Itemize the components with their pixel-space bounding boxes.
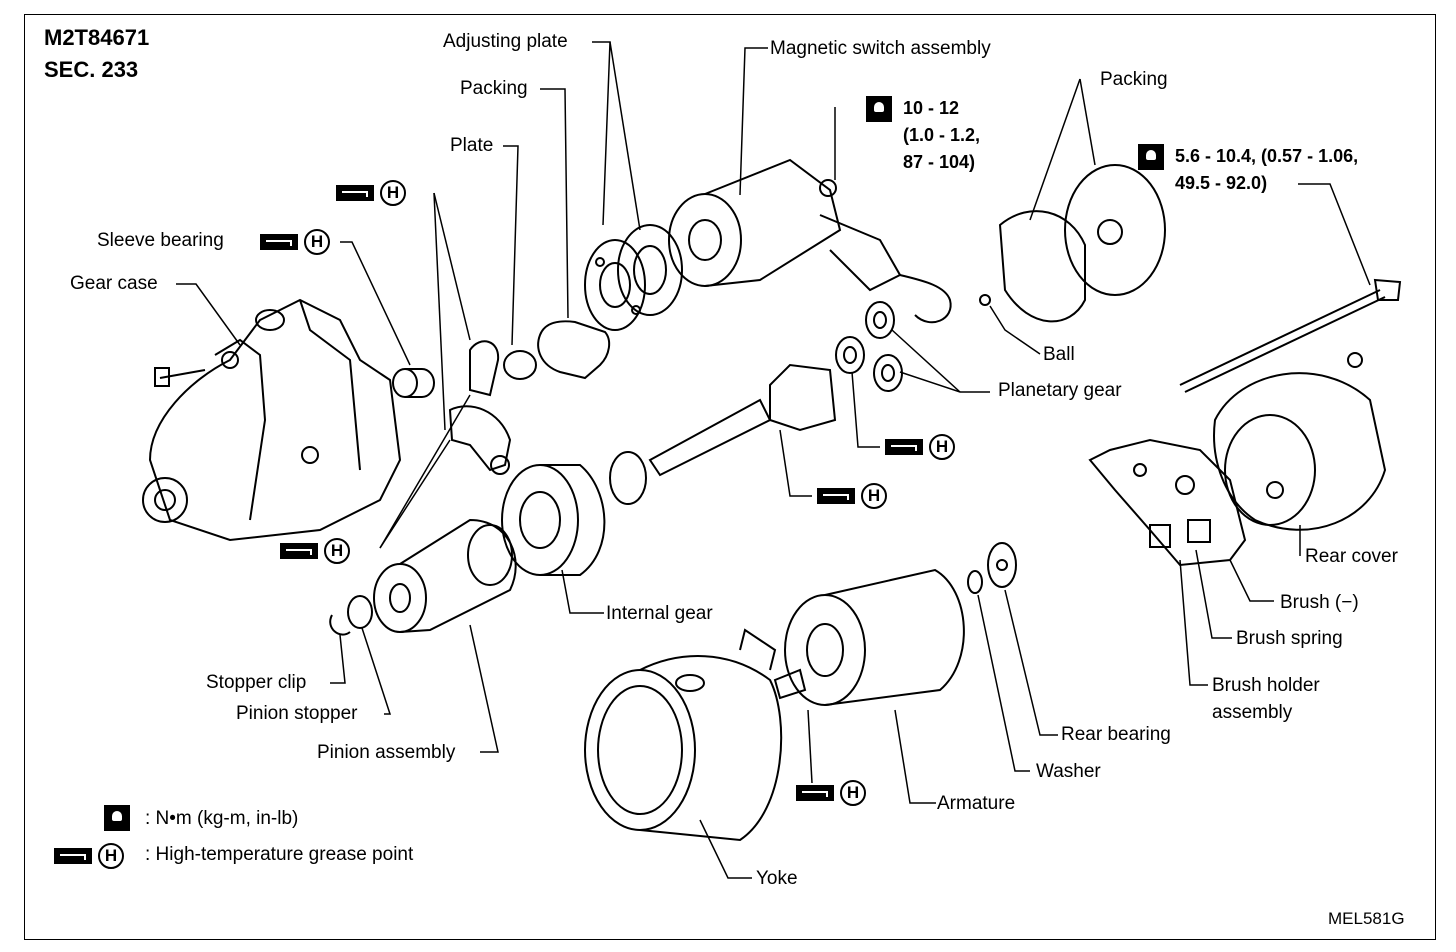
armature-drawing [773,542,1017,706]
grease-gun-icon [260,234,298,250]
grease-h-symbol: H [861,483,887,509]
torque-wrench-icon [866,96,892,122]
grease-gun-icon [54,848,92,864]
label-planetary-gear: Planetary gear [998,380,1122,401]
grease-h-symbol: H [98,843,124,869]
rear-cover-drawing [1213,372,1387,531]
label-ball: Ball [1043,344,1075,365]
magnetic-switch-drawing [668,158,952,324]
label-rear-bearing: Rear bearing [1061,724,1171,745]
label-packing-right: Packing [1100,69,1168,90]
label-pinion-assembly: Pinion assembly [317,742,456,763]
label-packing-left: Packing [460,78,528,99]
label-plate: Plate [450,135,494,156]
label-adjusting-plate: Adjusting plate [443,31,568,52]
label-rear-cover: Rear cover [1305,546,1398,567]
washer-middle-drawing [609,451,647,505]
adjusting-plate-drawing [584,224,683,331]
through-bolt-drawing [1179,278,1402,393]
planetary-gear-drawing [835,301,903,392]
section-number: SEC. 233 [44,57,139,82]
torque-switch-line3: 87 - 104) [903,152,976,172]
brush-holder-drawing [1088,438,1247,567]
grease-h-symbol: H [929,434,955,460]
leader-lines [176,41,1371,879]
sleeve-bearing-drawing [392,368,435,398]
grease-gun-icon [336,185,374,201]
label-brush-holder-line2: assembly [1212,702,1293,723]
label-washer: Washer [1036,761,1101,782]
label-armature: Armature [937,793,1016,814]
label-yoke: Yoke [756,868,798,889]
figure-id: MEL581G [1328,909,1405,928]
label-brush-negative: Brush (−) [1280,592,1359,613]
label-internal-gear: Internal gear [606,603,713,624]
label-pinion-stopper: Pinion stopper [236,703,358,724]
torque-bolt-line1: 5.6 - 10.4, (0.57 - 1.06, [1175,146,1359,166]
diagram-frame [24,14,1436,940]
label-magnetic-switch: Magnetic switch assembly [770,38,991,59]
packing-right-drawing [998,164,1166,323]
grease-gun-icon [885,439,923,455]
internal-gear-drawing [501,464,606,576]
grease-gun-icon [796,785,834,801]
ball-drawing [979,294,991,306]
legend-torque-unit: : N•m (kg-m, in-lb) [145,808,299,829]
packing-left-drawing [537,320,611,380]
label-sleeve-bearing: Sleeve bearing [97,230,224,251]
plate-drawing [448,340,537,475]
legend-torque-icon [104,805,130,831]
torque-switch-line2: (1.0 - 1.2, [903,125,981,145]
grease-h-symbol: H [840,780,866,806]
grease-h-symbol: H [324,538,350,564]
grease-gun-icon [817,488,855,504]
pinion-assembly-drawing [329,518,517,636]
grease-gun-icon [280,543,318,559]
yoke-drawing [584,628,783,842]
legend-grease-point: : High-temperature grease point [145,844,414,865]
torque-wrench-icon [1138,144,1164,170]
label-brush-holder-line1: Brush holder [1212,675,1320,696]
gear-case-drawing [142,298,402,542]
label-brush-spring: Brush spring [1236,628,1343,649]
grease-h-symbol: H [304,229,330,255]
torque-bolt-line2: 49.5 - 92.0) [1175,173,1268,193]
label-stopper-clip: Stopper clip [206,672,307,693]
drawing-code: M2T84671 [44,25,150,50]
grease-h-symbol: H [380,180,406,206]
shaft-drawing [648,363,837,477]
torque-switch-line1: 10 - 12 [903,98,960,118]
label-gear-case: Gear case [70,273,158,294]
